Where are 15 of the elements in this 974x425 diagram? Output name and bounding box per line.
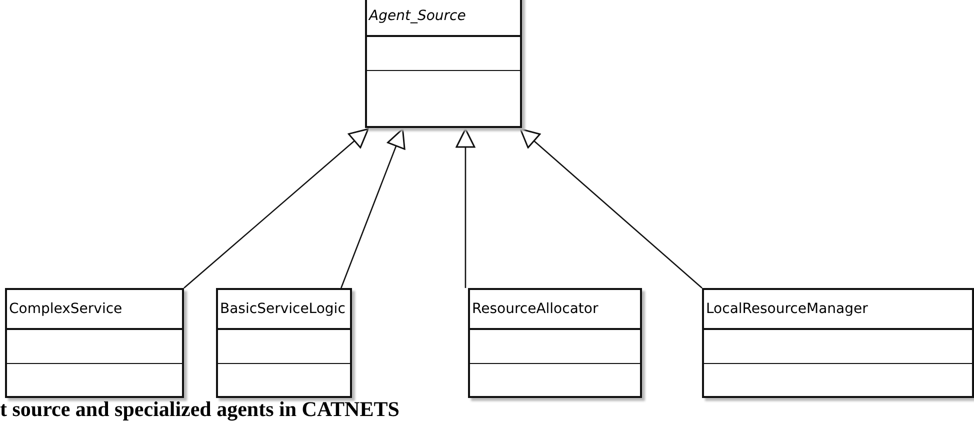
- class-box: [702, 288, 974, 398]
- figure-caption: t source and specialized agents in CATNETS: [0, 397, 400, 422]
- class-name: ComplexService: [7, 290, 182, 330]
- generalization-arrow: [456, 128, 476, 288]
- class-name: ResourceAllocator: [470, 290, 640, 330]
- generalization-arrow: [184, 128, 369, 288]
- class-box: [5, 288, 184, 398]
- class-name: BasicServiceLogic: [218, 290, 350, 330]
- class-name: Agent_Source: [367, 0, 520, 37]
- class-box: [365, 0, 522, 128]
- generalization-arrow: [340, 128, 406, 288]
- class-box: [216, 288, 352, 398]
- generalization-arrow: [520, 128, 702, 288]
- class-box: [468, 288, 642, 398]
- class-name: LocalResourceManager: [704, 290, 972, 330]
